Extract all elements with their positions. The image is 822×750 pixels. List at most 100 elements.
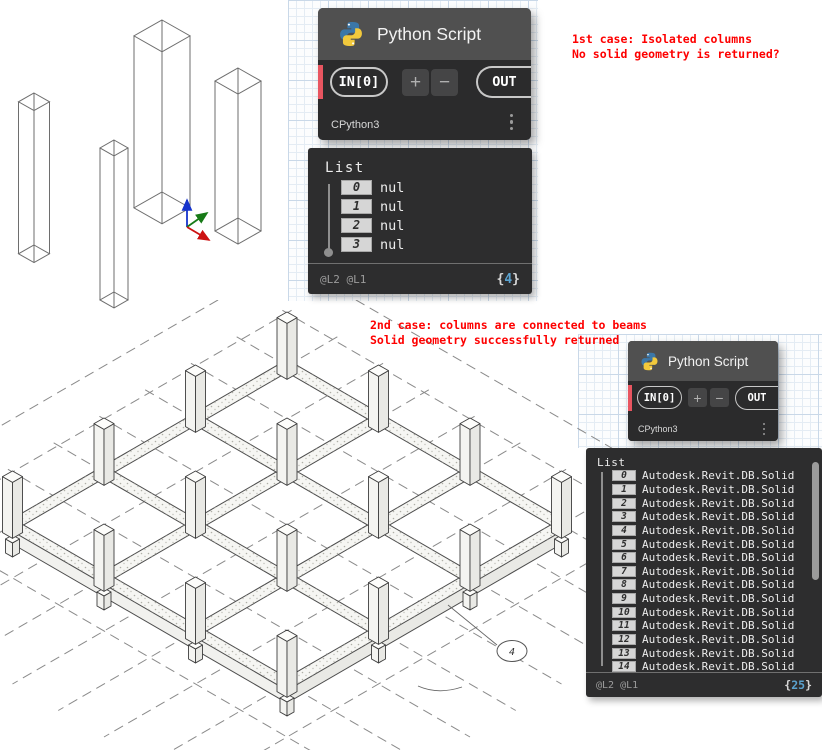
list-item-value: Autodesk.Revit.DB.Solid xyxy=(642,469,795,483)
list-item-value: Autodesk.Revit.DB.Solid xyxy=(642,578,795,592)
list-watch-node-1[interactable]: List 0 nul 1 nul 2 nul 3 nul @L2 @L1 {4} xyxy=(308,148,532,294)
grid-bubble-label: 4 xyxy=(509,647,515,658)
list-item-index: 6 xyxy=(612,552,636,564)
list-title: List xyxy=(325,160,365,176)
list-item-value: nul xyxy=(380,236,405,253)
node-title: Python Script xyxy=(668,353,749,369)
scrollbar-thumb[interactable] xyxy=(812,462,819,580)
list-item-value: Autodesk.Revit.DB.Solid xyxy=(642,496,795,510)
list-item-index: 2 xyxy=(612,497,636,509)
list-item: 14 Autodesk.Revit.DB.Solid xyxy=(612,660,810,672)
list-item-index: 3 xyxy=(612,511,636,523)
list-scrub-track xyxy=(328,184,330,252)
list-footer: @L2 @L1 {4} xyxy=(308,263,532,294)
list-item-index: 11 xyxy=(612,620,636,632)
engine-label: CPython3 xyxy=(638,424,678,434)
add-input-button[interactable]: + xyxy=(402,69,429,96)
levels-toggle[interactable]: @L2 @L1 xyxy=(320,272,367,286)
list-item-index: 9 xyxy=(612,593,636,605)
input-port-accent xyxy=(318,65,323,99)
engine-label: CPython3 xyxy=(331,119,380,131)
list-title: List xyxy=(597,456,626,469)
item-count-badge: {25} xyxy=(784,678,812,692)
list-item: 3 Autodesk.Revit.DB.Solid xyxy=(612,510,810,524)
list-item-index: 4 xyxy=(612,524,636,536)
list-item-index: 12 xyxy=(612,634,636,645)
list-item: 6 Autodesk.Revit.DB.Solid xyxy=(612,551,810,565)
list-scrub-track xyxy=(601,472,603,666)
kebab-menu-icon[interactable] xyxy=(762,422,765,435)
list-watch-node-2[interactable]: List 0 Autodesk.Revit.DB.Solid 1 Autodes… xyxy=(586,448,822,697)
list-footer: @L2 @L1 {25} xyxy=(586,672,822,697)
list-item: 0 Autodesk.Revit.DB.Solid xyxy=(612,469,810,483)
list-item-index: 7 xyxy=(612,565,636,577)
list-item-value: Autodesk.Revit.DB.Solid xyxy=(642,523,795,537)
output-port-out[interactable]: OUT xyxy=(476,66,531,98)
list-item-value: Autodesk.Revit.DB.Solid xyxy=(642,619,795,633)
list-item-value: Autodesk.Revit.DB.Solid xyxy=(642,564,795,578)
list-item-index: 8 xyxy=(612,579,636,591)
list-item: 1 nul xyxy=(341,197,524,216)
list-item: 13 Autodesk.Revit.DB.Solid xyxy=(612,646,810,660)
list-items: 0 Autodesk.Revit.DB.Solid 1 Autodesk.Rev… xyxy=(612,469,810,672)
node-title: Python Script xyxy=(377,23,482,44)
remove-input-button[interactable]: − xyxy=(710,388,729,407)
list-item-value: nul xyxy=(380,217,405,234)
list-item: 10 Autodesk.Revit.DB.Solid xyxy=(612,605,810,619)
kebab-menu-icon[interactable] xyxy=(509,113,513,130)
python-logo-icon xyxy=(641,352,658,370)
list-item: 12 Autodesk.Revit.DB.Solid xyxy=(612,633,810,647)
node-header[interactable]: Python Script xyxy=(318,8,531,60)
annotation-case1: 1st case: Isolated columns No solid geom… xyxy=(572,32,780,61)
list-item: 8 Autodesk.Revit.DB.Solid xyxy=(612,578,810,592)
list-item-index: 1 xyxy=(612,483,636,495)
list-scrub-handle[interactable] xyxy=(324,248,333,257)
list-item-value: Autodesk.Revit.DB.Solid xyxy=(642,592,795,606)
annotation-case2: 2nd case: columns are connected to beams… xyxy=(370,318,647,347)
python-logo-icon xyxy=(340,22,362,46)
python-script-node-1[interactable]: Python Script IN[0] + − OUT CPython3 xyxy=(318,8,531,140)
node-header[interactable]: Python Script xyxy=(628,341,778,381)
list-item: 1 Autodesk.Revit.DB.Solid xyxy=(612,483,810,497)
list-item-value: Autodesk.Revit.DB.Solid xyxy=(642,537,795,551)
isolated-columns-3d-view xyxy=(17,19,263,309)
list-item: 11 Autodesk.Revit.DB.Solid xyxy=(612,619,810,633)
list-item-value: Autodesk.Revit.DB.Solid xyxy=(642,482,795,496)
list-item: 2 nul xyxy=(341,216,524,235)
item-count-badge: {4} xyxy=(496,271,520,287)
list-item: 3 nul xyxy=(341,235,524,254)
list-item: 4 Autodesk.Revit.DB.Solid xyxy=(612,524,810,538)
node-body: IN[0] + − OUT CPython3 xyxy=(628,381,778,441)
list-item-index: 10 xyxy=(612,606,636,618)
list-item-value: Autodesk.Revit.DB.Solid xyxy=(642,551,795,565)
list-item-value: Autodesk.Revit.DB.Solid xyxy=(642,605,795,619)
list-item-index: 5 xyxy=(612,538,636,550)
list-item-index: 2 xyxy=(341,218,372,233)
list-item: 7 Autodesk.Revit.DB.Solid xyxy=(612,564,810,578)
add-input-button[interactable]: + xyxy=(688,388,707,407)
list-item-value: Autodesk.Revit.DB.Solid xyxy=(642,660,795,672)
input-port-in0[interactable]: IN[0] xyxy=(330,67,388,97)
python-script-node-2[interactable]: Python Script IN[0] + − OUT CPython3 xyxy=(628,341,778,441)
list-item-value: Autodesk.Revit.DB.Solid xyxy=(642,510,795,524)
list-item-value: nul xyxy=(380,198,405,215)
levels-toggle[interactable]: @L2 @L1 xyxy=(596,679,639,691)
input-port-accent xyxy=(628,385,632,411)
list-item-index: 0 xyxy=(341,180,372,195)
remove-input-button[interactable]: − xyxy=(431,69,458,96)
list-item: 9 Autodesk.Revit.DB.Solid xyxy=(612,592,810,606)
list-item: 2 Autodesk.Revit.DB.Solid xyxy=(612,496,810,510)
list-item-value: Autodesk.Revit.DB.Solid xyxy=(642,633,795,646)
input-port-in0[interactable]: IN[0] xyxy=(637,386,682,409)
list-item-index: 14 xyxy=(612,661,636,672)
list-item: 5 Autodesk.Revit.DB.Solid xyxy=(612,537,810,551)
node-body: IN[0] + − OUT CPython3 xyxy=(318,60,531,140)
list-item-index: 3 xyxy=(341,237,372,252)
list-items: 0 nul 1 nul 2 nul 3 nul xyxy=(341,178,524,262)
output-port-out[interactable]: OUT xyxy=(735,386,778,410)
list-item-index: 1 xyxy=(341,199,372,214)
list-item-value: nul xyxy=(380,179,405,196)
beam-grid-3d-view: 4 xyxy=(0,300,622,750)
list-item-value: Autodesk.Revit.DB.Solid xyxy=(642,646,795,660)
list-item: 0 nul xyxy=(341,178,524,197)
